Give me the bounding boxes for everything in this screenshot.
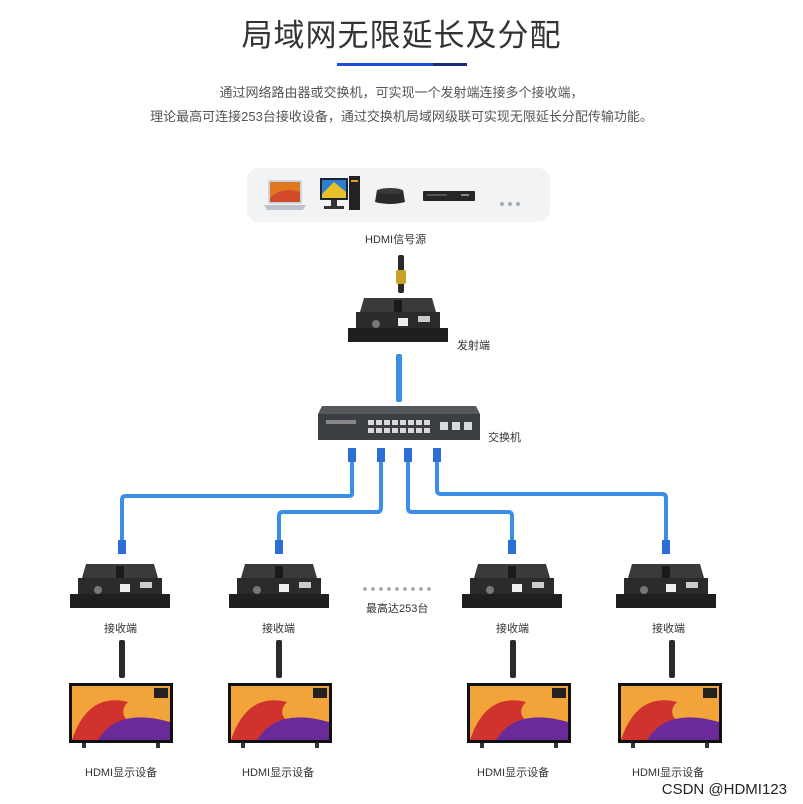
receiver-device-icon-1 (70, 564, 170, 608)
display-label-3: HDMI显示设备 (477, 767, 550, 779)
receiver-label-4: 接收端 (652, 623, 685, 635)
receiver-device-icon-2 (229, 564, 329, 608)
more-devices-icon (500, 193, 524, 211)
receiver-label-1: 接收端 (104, 623, 137, 635)
transmitter-device-icon (348, 298, 448, 342)
receiver-device-icon-3 (462, 564, 562, 608)
receiver-label-3: 接收端 (496, 623, 529, 635)
source-label: HDMI信号源 (365, 234, 427, 246)
display-label-1: HDMI显示设备 (85, 767, 158, 779)
network-switch-icon (318, 406, 480, 440)
title-underline-dark (433, 63, 467, 66)
more-receivers-dots (363, 587, 431, 591)
receiver-label-2: 接收端 (262, 623, 295, 635)
description-line-2: 理论最高可连接253台接收设备，通过交换机局域网级联可实现无限延长分配传输功能。 (150, 109, 653, 124)
transmitter-label: 发射端 (457, 340, 490, 352)
display-label-2: HDMI显示设备 (242, 767, 315, 779)
dvd-player-icon (423, 191, 475, 201)
tv-display-icon-3 (467, 683, 571, 748)
tv-display-icon-2 (228, 683, 332, 748)
tv-display-icon-4 (618, 683, 722, 748)
page-title: 局域网无限延长及分配 (241, 18, 562, 53)
hdmi-cable-3 (510, 640, 516, 678)
desktop-pc-icon (320, 176, 360, 210)
hdmi-cable-2 (276, 640, 282, 678)
switch-label: 交换机 (488, 432, 521, 444)
display-label-4: HDMI显示设备 (632, 767, 705, 779)
watermark: CSDN @HDMI123 (661, 781, 787, 798)
tv-display-icon-1 (69, 683, 173, 748)
hdmi-cable-4 (669, 640, 675, 678)
network-cables-downlink (118, 448, 670, 554)
description-line-1: 通过网络路由器或交换机，可实现一个发射端连接多个接收端， (219, 85, 584, 100)
receiver-device-icon-4 (616, 564, 716, 608)
network-cable-uplink (396, 354, 402, 402)
hdmi-cable-1 (119, 640, 125, 678)
max-receivers-note: 最高达253台 (366, 603, 429, 615)
hdmi-connector (396, 270, 406, 284)
laptop-icon (264, 180, 306, 210)
tv-box-icon (375, 188, 405, 204)
title-underline (337, 63, 433, 66)
